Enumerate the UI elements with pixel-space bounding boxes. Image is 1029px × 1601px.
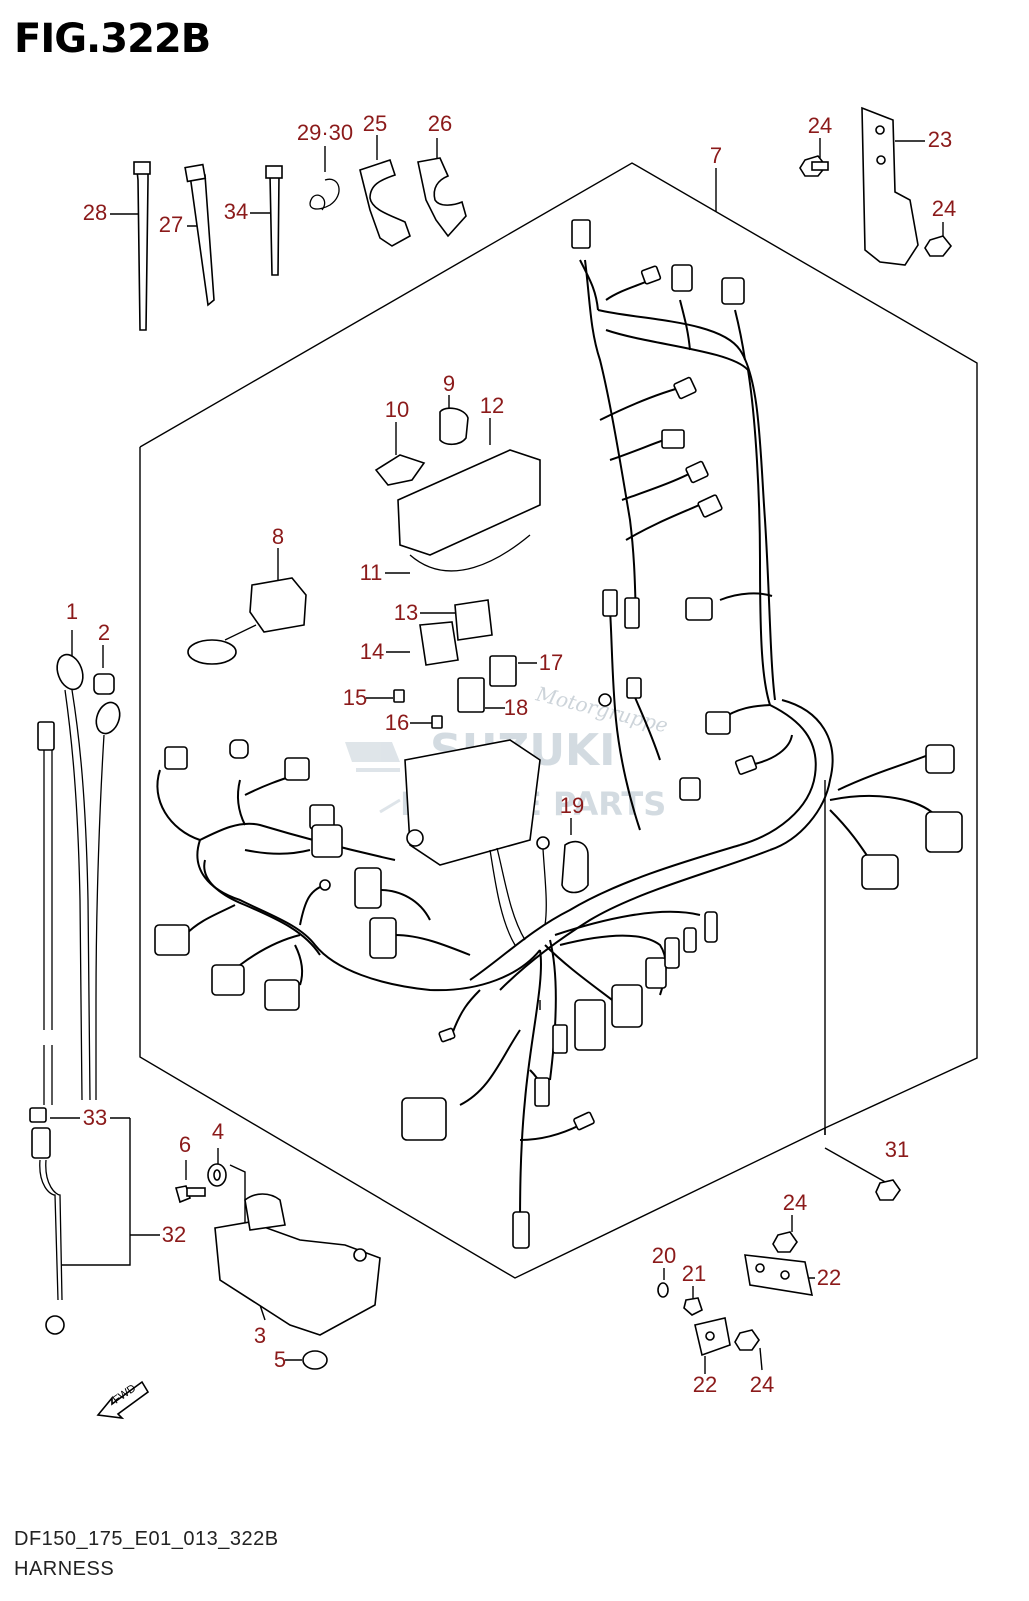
callout-31: 31 bbox=[884, 1137, 910, 1162]
callout-29-30: 29·30 bbox=[296, 120, 354, 145]
callout-21: 21 bbox=[681, 1261, 707, 1286]
relay-14 bbox=[419, 621, 459, 666]
callout-17: 17 bbox=[538, 650, 564, 675]
washer-20 bbox=[657, 1282, 669, 1298]
plate-22-bottom bbox=[694, 1317, 731, 1357]
clamp-26 bbox=[417, 157, 467, 238]
callout-15: 15 bbox=[342, 685, 368, 710]
callout-1: 1 bbox=[65, 599, 79, 624]
clip-10 bbox=[374, 454, 426, 486]
bolt-24-top bbox=[799, 155, 829, 177]
harness-connectors bbox=[154, 219, 963, 1249]
fuse-18 bbox=[457, 677, 485, 713]
callout-5: 5 bbox=[273, 1347, 287, 1372]
connector bbox=[571, 219, 591, 249]
plate-22-right bbox=[744, 1254, 814, 1296]
battery-cables bbox=[29, 653, 121, 1335]
grommet-5 bbox=[302, 1350, 328, 1370]
fuse-15 bbox=[393, 689, 405, 703]
callout-9: 9 bbox=[442, 371, 456, 396]
callout-22-bottom: 22 bbox=[692, 1372, 718, 1397]
bolt-31 bbox=[875, 1179, 901, 1201]
callout-11: 11 bbox=[359, 560, 383, 585]
callout-34: 34 bbox=[223, 199, 249, 224]
figure-title: FIG.322B bbox=[14, 16, 211, 62]
boot-19 bbox=[561, 840, 589, 894]
clip-29-30 bbox=[309, 178, 340, 211]
cable-tie-27 bbox=[184, 163, 215, 307]
callout-14: 14 bbox=[359, 639, 385, 664]
cable-tie-28 bbox=[133, 161, 151, 331]
bolt-24-bottom-b bbox=[734, 1329, 760, 1351]
callout-19: 19 bbox=[559, 793, 585, 818]
callout-23: 23 bbox=[927, 127, 953, 152]
ecu-box bbox=[404, 739, 541, 866]
bracket-23 bbox=[861, 106, 919, 266]
callout-2: 2 bbox=[97, 620, 111, 645]
callout-18: 18 bbox=[503, 695, 529, 720]
callout-24-mid: 24 bbox=[782, 1190, 808, 1215]
clamp-25 bbox=[359, 158, 411, 247]
screw-6 bbox=[174, 1185, 206, 1204]
bolt-24-bottom-a bbox=[772, 1231, 798, 1253]
callout-10: 10 bbox=[384, 397, 410, 422]
fuse-box-12 bbox=[397, 449, 541, 556]
fuse-17 bbox=[489, 655, 517, 687]
callout-3: 3 bbox=[253, 1323, 267, 1348]
washer-4 bbox=[207, 1163, 227, 1187]
callout-12: 12 bbox=[479, 393, 505, 418]
callout-32: 32 bbox=[161, 1222, 187, 1247]
bracket-3 bbox=[214, 1193, 381, 1336]
grommet-9 bbox=[439, 407, 469, 446]
callout-24-bottom: 24 bbox=[749, 1372, 775, 1397]
figure-code: DF150_175_E01_013_322B bbox=[14, 1528, 279, 1550]
fuse-16 bbox=[431, 715, 443, 729]
watermark-boat-icon bbox=[345, 742, 401, 814]
callout-27: 27 bbox=[158, 212, 184, 237]
callout-25: 25 bbox=[362, 111, 388, 136]
figure-name: HARNESS bbox=[14, 1558, 115, 1580]
callout-4: 4 bbox=[211, 1119, 225, 1144]
callout-26: 26 bbox=[427, 111, 453, 136]
nut-21 bbox=[683, 1297, 703, 1316]
callout-28: 28 bbox=[82, 200, 108, 225]
callout-6: 6 bbox=[178, 1132, 192, 1157]
callout-20: 20 bbox=[651, 1243, 677, 1268]
relay-13 bbox=[454, 599, 493, 641]
callout-16: 16 bbox=[384, 710, 410, 735]
callout-24-top: 24 bbox=[807, 113, 833, 138]
assembly-boundary bbox=[139, 162, 978, 1279]
fwd-arrow-icon: FWD bbox=[96, 1380, 150, 1420]
callout-8: 8 bbox=[271, 524, 285, 549]
relay-box-group bbox=[187, 407, 612, 946]
callout-13: 13 bbox=[393, 600, 419, 625]
callout-22-right: 22 bbox=[816, 1265, 842, 1290]
callout-24-right: 24 bbox=[931, 196, 957, 221]
callout-7: 7 bbox=[709, 143, 723, 168]
cable-tie-34 bbox=[265, 165, 283, 276]
cap-8 bbox=[249, 577, 307, 633]
callout-33: 33 bbox=[82, 1105, 108, 1130]
bolt-24-right bbox=[924, 235, 953, 257]
leader-lines bbox=[50, 135, 944, 1374]
